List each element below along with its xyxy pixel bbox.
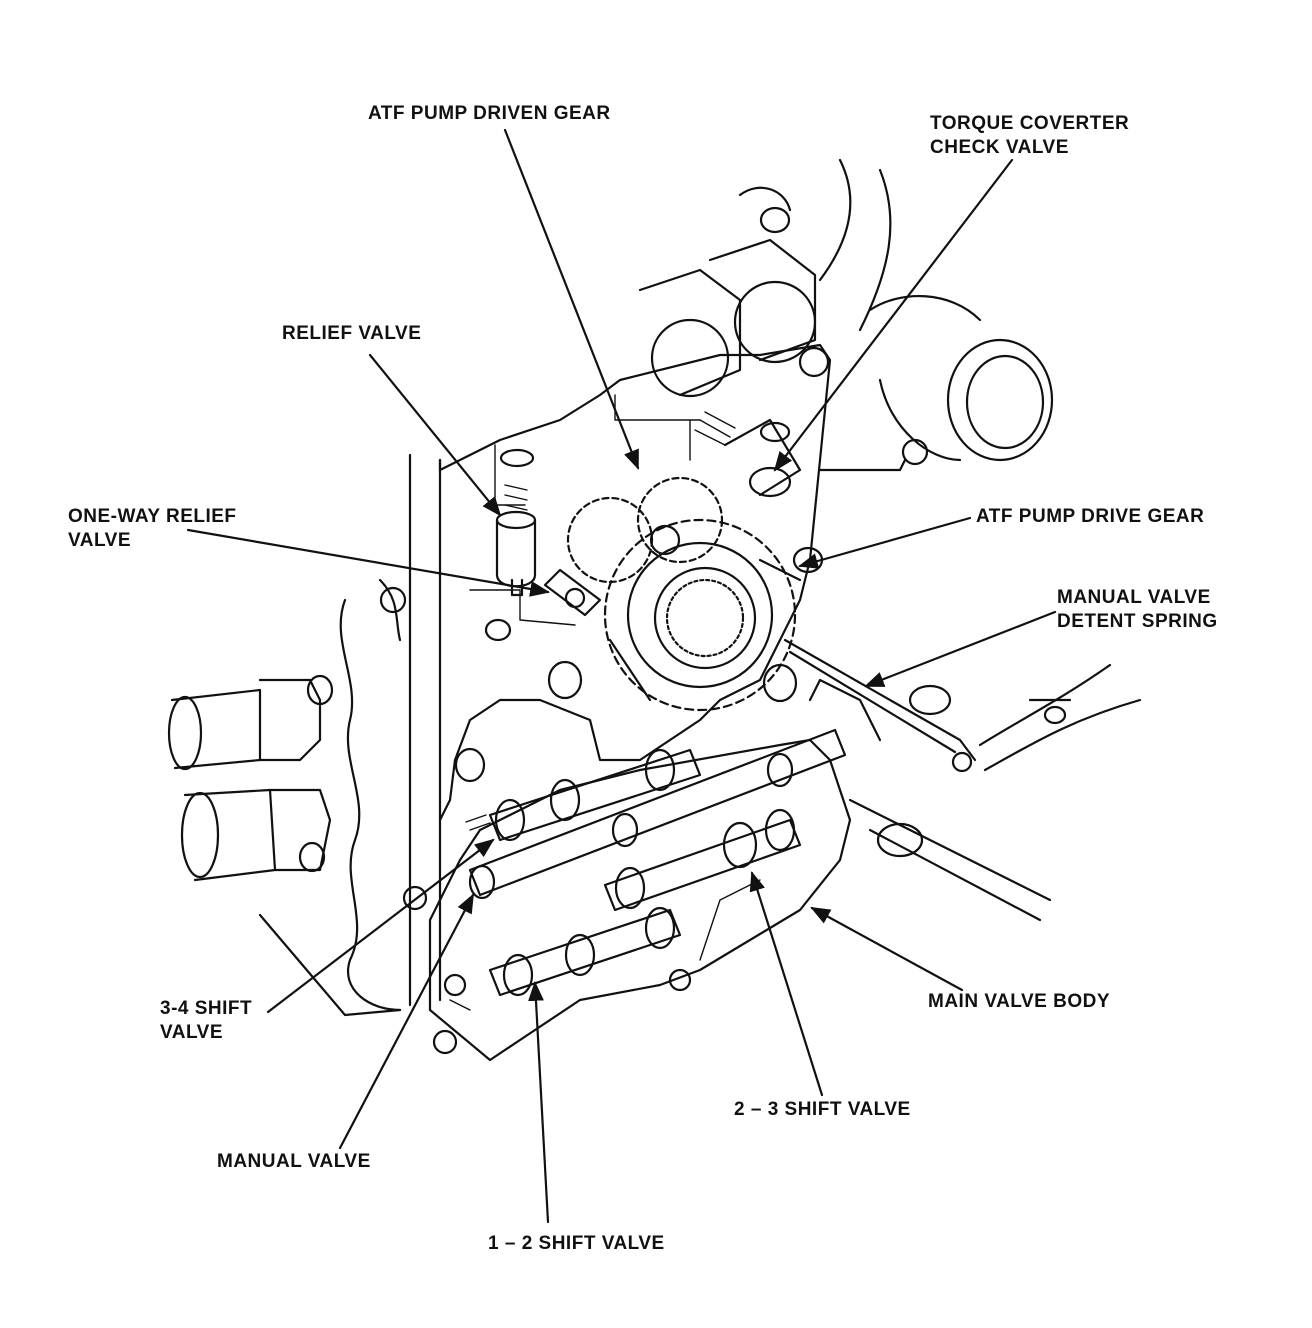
leader-torque-converter-check-valve xyxy=(773,158,1014,472)
check-valve-illustration xyxy=(694,411,802,498)
label-manual-valve-detent-spring-line1: MANUAL VALVE xyxy=(1057,587,1211,608)
detent-spring-illustration xyxy=(783,638,977,773)
label-1-2-shift-valve: 1 – 2 SHIFT VALVE xyxy=(488,1233,665,1254)
pump-gears xyxy=(566,476,802,712)
leader-manual-valve-detent-spring xyxy=(864,610,1057,688)
label-3-4-shift-valve-line2: VALVE xyxy=(160,1022,224,1043)
leader-manual-valve xyxy=(338,893,475,1150)
label-3-4-shift-valve-line1: 3-4 SHIFT xyxy=(160,998,253,1019)
main-valve-body-illustration xyxy=(428,728,852,1062)
shift-valve-2-3-spool xyxy=(603,808,802,912)
leader-2-3-shift-valve xyxy=(749,871,824,1097)
label-one-way-relief-valve: ONE-WAY RELIEF VALVE xyxy=(68,505,237,553)
label-torque-converter-check-valve: TORQUE COVERTER CHECK VALVE xyxy=(930,112,1129,160)
label-manual-valve: MANUAL VALVE xyxy=(217,1151,371,1172)
leader-1-2-shift-valve xyxy=(528,981,550,1224)
label-torque-converter-check-valve-line2: CHECK VALVE xyxy=(930,137,1069,158)
label-atf-pump-driven-gear: ATF PUMP DRIVEN GEAR xyxy=(368,103,611,124)
label-torque-converter-check-valve-line1: TORQUE COVERTER xyxy=(930,113,1130,134)
leader-one-way-relief-valve xyxy=(186,528,550,597)
label-manual-valve-detent-spring-line2: DETENT SPRING xyxy=(1057,611,1218,632)
one-way-relief-valve-illustration xyxy=(543,568,602,617)
manual-valve-spool xyxy=(468,728,847,900)
leader-lines xyxy=(186,128,1057,1224)
label-one-way-relief-valve-line1: ONE-WAY RELIEF xyxy=(68,506,237,527)
label-relief-valve: RELIEF VALVE xyxy=(282,323,422,344)
relief-valve-illustration xyxy=(495,484,537,597)
transmission-case-outline xyxy=(167,158,1142,1055)
label-3-4-shift-valve: 3-4 SHIFT VALVE xyxy=(160,997,252,1045)
leader-main-valve-body xyxy=(810,906,964,992)
label-manual-valve-detent-spring: MANUAL VALVE DETENT SPRING xyxy=(1057,586,1218,634)
leader-relief-valve xyxy=(368,353,502,517)
pump-plate xyxy=(438,343,832,822)
shift-valve-1-2-spool xyxy=(488,906,682,997)
label-main-valve-body: MAIN VALVE BODY xyxy=(928,991,1111,1012)
label-one-way-relief-valve-line2: VALVE xyxy=(68,530,132,551)
leader-atf-pump-driven-gear xyxy=(503,128,640,470)
label-2-3-shift-valve: 2 – 3 SHIFT VALVE xyxy=(734,1099,911,1120)
label-atf-pump-drive-gear: ATF PUMP DRIVE GEAR xyxy=(976,506,1205,527)
shift-valve-3-4-spool xyxy=(465,748,702,842)
leader-3-4-shift-valve xyxy=(266,838,495,1014)
leader-atf-pump-drive-gear xyxy=(798,516,972,569)
